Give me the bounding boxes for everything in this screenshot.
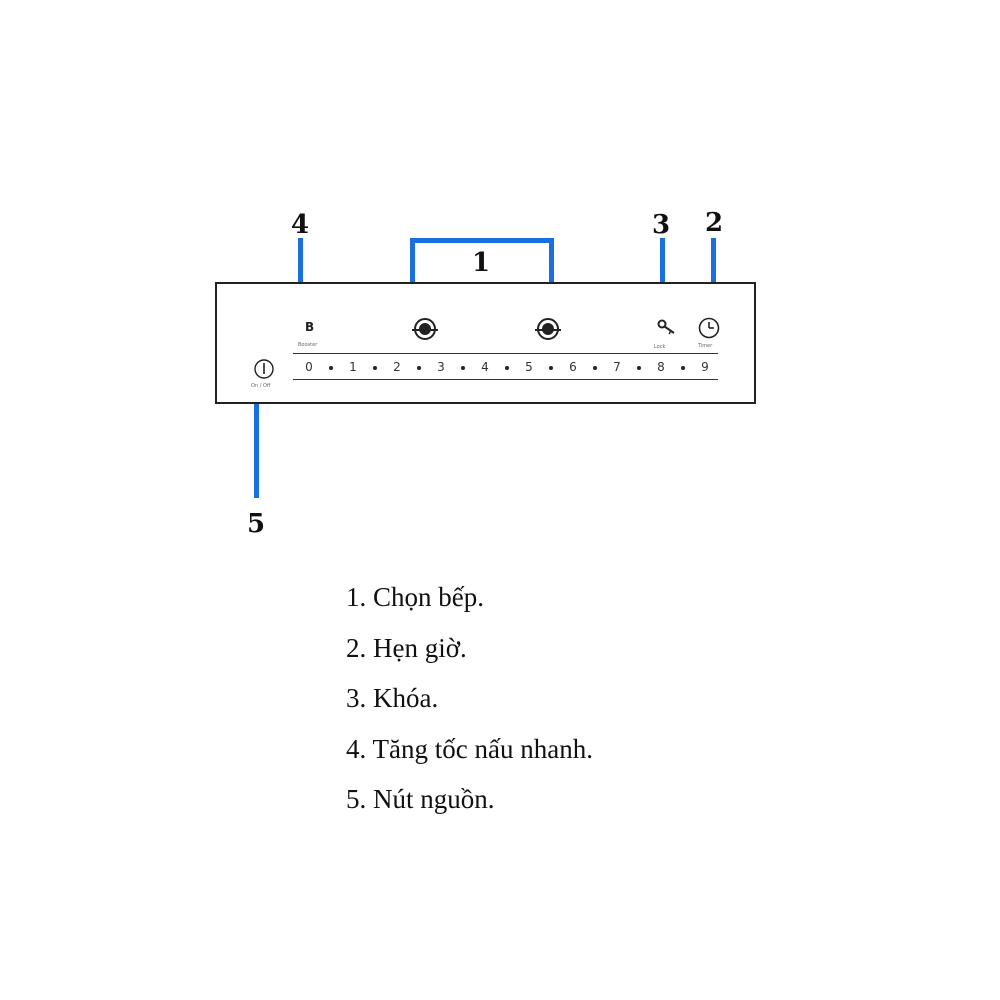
level-dot bbox=[549, 366, 553, 370]
level-dot bbox=[681, 366, 685, 370]
legend-item-4: 4. Tăng tốc nấu nhanh. bbox=[346, 733, 593, 764]
cooking-zone-icon bbox=[412, 329, 438, 331]
leader-bracket-1-left bbox=[410, 238, 415, 282]
level-dot bbox=[417, 366, 421, 370]
power-level-slider[interactable]: 0 1 2 3 4 5 6 7 8 9 bbox=[301, 360, 717, 376]
power-icon[interactable] bbox=[253, 358, 275, 380]
control-panel: B Booster Lock Timer 0 1 2 3 4 5 6 7 8 9 On / Off bbox=[215, 282, 756, 404]
legend-item-2: 2. Hẹn giờ. bbox=[346, 632, 467, 663]
level-6[interactable]: 6 bbox=[569, 360, 577, 374]
callout-3: 3 bbox=[652, 210, 671, 240]
level-dot bbox=[329, 366, 333, 370]
power-caption: On / Off bbox=[251, 383, 271, 389]
level-2[interactable]: 2 bbox=[393, 360, 401, 374]
legend-item-5: 5. Nút nguồn. bbox=[346, 784, 495, 814]
level-dot bbox=[373, 366, 377, 370]
level-dot bbox=[593, 366, 597, 370]
level-1[interactable]: 1 bbox=[349, 360, 357, 374]
leader-line-4 bbox=[298, 238, 303, 282]
booster-button[interactable]: B bbox=[305, 320, 315, 334]
legend-list: 1. Chọn bếp. 2. Hẹn giờ. 3. Khóa. 4. Tăn… bbox=[346, 578, 593, 831]
zone-select-button-left[interactable] bbox=[412, 318, 438, 340]
leader-line-2 bbox=[711, 238, 716, 282]
legend-item-3: 3. Khóa. bbox=[346, 683, 439, 713]
leader-line-3 bbox=[660, 238, 665, 282]
leader-line-5 bbox=[254, 404, 259, 498]
callout-2: 2 bbox=[705, 208, 724, 238]
level-5[interactable]: 5 bbox=[525, 360, 533, 374]
level-3[interactable]: 3 bbox=[437, 360, 445, 374]
leader-bracket-1-top bbox=[410, 238, 554, 243]
level-9[interactable]: 9 bbox=[701, 360, 709, 374]
callout-1: 1 bbox=[472, 248, 491, 278]
level-0[interactable]: 0 bbox=[305, 360, 313, 374]
timer-clock-icon[interactable] bbox=[697, 316, 721, 340]
lock-key-icon[interactable] bbox=[657, 319, 677, 337]
callout-5: 5 bbox=[247, 509, 266, 539]
cooking-zone-icon bbox=[535, 329, 561, 331]
leader-bracket-1-right bbox=[549, 238, 554, 282]
level-dot bbox=[637, 366, 641, 370]
level-4[interactable]: 4 bbox=[481, 360, 489, 374]
level-8[interactable]: 8 bbox=[657, 360, 665, 374]
lock-caption: Lock bbox=[654, 344, 666, 350]
booster-caption: Booster bbox=[298, 342, 318, 348]
legend-item-1: 1. Chọn bếp. bbox=[346, 582, 484, 612]
timer-caption: Timer bbox=[698, 343, 713, 349]
level-dot bbox=[461, 366, 465, 370]
slider-bottom-rule bbox=[293, 379, 718, 380]
slider-top-rule bbox=[293, 353, 718, 354]
level-7[interactable]: 7 bbox=[613, 360, 621, 374]
zone-select-button-right[interactable] bbox=[535, 318, 561, 340]
callout-4: 4 bbox=[291, 210, 310, 240]
level-dot bbox=[505, 366, 509, 370]
